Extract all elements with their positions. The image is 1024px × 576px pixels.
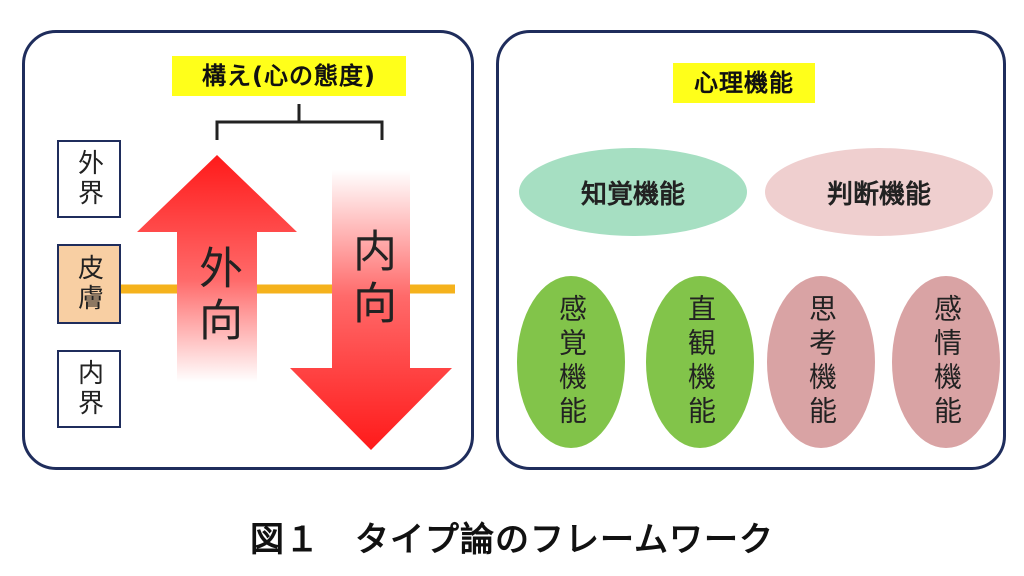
introversion-label: 内向 xyxy=(345,228,396,332)
feeling-function-node: 感情機能 xyxy=(892,276,1000,448)
sensation-function-node: 感覚機能 xyxy=(517,276,625,448)
judgment-function-label: 判断機能 xyxy=(826,179,931,210)
thinking-function-label: 思考機能 xyxy=(805,294,838,430)
figure-caption: 図１ タイプ論のフレームワーク xyxy=(250,520,774,560)
skin-label: 皮膚 xyxy=(57,244,121,324)
introversion-arrow xyxy=(290,170,452,450)
intuition-function-node: 直観機能 xyxy=(646,276,754,448)
inner-world-label: 内界 xyxy=(57,350,121,428)
sensation-function-label: 感覚機能 xyxy=(555,294,588,430)
intuition-function-label: 直観機能 xyxy=(684,294,717,430)
extraversion-label: 外向 xyxy=(191,245,242,349)
function-title: 心理機能 xyxy=(673,63,815,103)
perception-function-node: 知覚機能 xyxy=(519,148,747,236)
attitude-title: 構え(心の態度) xyxy=(172,56,406,96)
feeling-function-label: 感情機能 xyxy=(930,294,963,430)
extraversion-arrow xyxy=(137,155,297,382)
judgment-function-node: 判断機能 xyxy=(765,148,993,236)
thinking-function-node: 思考機能 xyxy=(767,276,875,448)
outer-world-label: 外界 xyxy=(57,140,121,218)
attitude-bracket xyxy=(215,104,384,140)
perception-function-label: 知覚機能 xyxy=(580,179,685,210)
